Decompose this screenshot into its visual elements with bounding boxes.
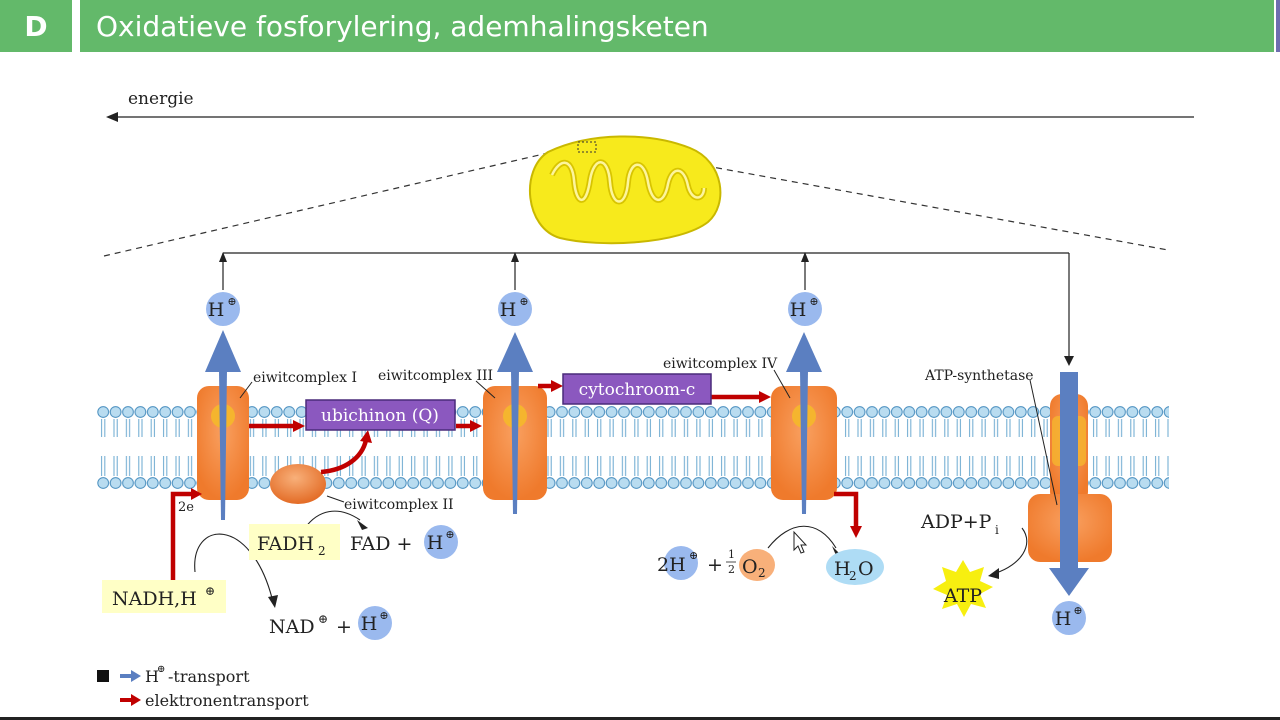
water-product: H 2 O bbox=[826, 549, 884, 585]
half-denominator: 2 bbox=[728, 563, 735, 576]
zoom-lines bbox=[103, 145, 1169, 257]
nad-charge: ⊕ bbox=[318, 612, 328, 626]
proton-charge: ⊕ bbox=[809, 295, 818, 308]
mouse-cursor-icon bbox=[793, 530, 808, 554]
water-h: H bbox=[834, 558, 851, 580]
proton-charge: ⊕ bbox=[519, 295, 528, 308]
half-numerator: 1 bbox=[728, 548, 735, 561]
legend-electron-text: elektronentransport bbox=[145, 691, 309, 710]
fad-label: FAD + bbox=[350, 533, 412, 555]
fadh2-subscript: 2 bbox=[318, 544, 326, 558]
cytochrome-box: cytochroom-c bbox=[562, 373, 712, 405]
fadh2-curve-arrowhead bbox=[357, 520, 368, 530]
proton-transport-arrows bbox=[205, 330, 1089, 596]
complex-iv-label: eiwitcomplex IV bbox=[663, 356, 778, 372]
water-o: O bbox=[858, 558, 874, 580]
atp-synthase-label: ATP-synthetase bbox=[924, 368, 1034, 384]
fadh2-box: FADH 2 bbox=[249, 524, 340, 560]
proton-top-1: H ⊕ bbox=[206, 292, 240, 326]
energy-label: energie bbox=[128, 89, 194, 109]
proton-symbol: H bbox=[427, 532, 444, 554]
complex-ii bbox=[270, 464, 326, 504]
legend-proton-symbol: H bbox=[145, 667, 159, 686]
nadh-box: NADH,H ⊕ bbox=[102, 580, 226, 613]
proton-feedback-lines bbox=[222, 252, 1070, 362]
electron-transport-arrows bbox=[170, 383, 859, 580]
oxygen-reaction-curve bbox=[767, 525, 837, 549]
proton-top-3: H ⊕ bbox=[498, 292, 532, 326]
adp-subscript: i bbox=[995, 523, 999, 537]
section-letter: D bbox=[0, 0, 72, 52]
two-h-charge: ⊕ bbox=[689, 549, 698, 562]
legend-marker bbox=[97, 670, 109, 682]
nadh-reaction-curve bbox=[194, 533, 273, 599]
ubiquinone-label: ubichinon (Q) bbox=[321, 406, 439, 426]
proton-charge: ⊕ bbox=[379, 609, 388, 622]
atp-label: ATP bbox=[943, 585, 982, 607]
nadh-curve-arrowhead bbox=[268, 595, 278, 608]
two-h-label: 2H bbox=[657, 554, 686, 576]
nad-label: NAD bbox=[269, 616, 315, 638]
complex-ii-label: eiwitcomplex II bbox=[344, 497, 454, 513]
fadh2-reaction-curve bbox=[304, 510, 361, 529]
adp-reactant: ADP+P i bbox=[920, 511, 999, 537]
legend-proton-charge: ⊕ bbox=[157, 664, 165, 675]
adp-label: ADP+P bbox=[920, 511, 992, 533]
header-bar: D Oxidatieve fosforylering, ademhalingsk… bbox=[0, 0, 1280, 52]
proton-charge: ⊕ bbox=[445, 528, 454, 541]
bottom-rule bbox=[0, 717, 1280, 720]
fad-product: FAD + H ⊕ bbox=[350, 525, 458, 559]
proton-symbol: H bbox=[361, 613, 378, 635]
atp-product: ATP bbox=[933, 560, 993, 617]
feedback-arrowheads bbox=[219, 252, 1074, 366]
complex-iii-label: eiwitcomplex III bbox=[378, 368, 493, 384]
proton-symbol: H bbox=[1055, 608, 1072, 630]
electron-transport-chain-diagram: energie bbox=[97, 89, 1194, 710]
complex-i-label: eiwitcomplex I bbox=[253, 370, 357, 386]
legend: H ⊕ -transport elektronentransport bbox=[97, 664, 309, 710]
electron-arrowheads bbox=[191, 380, 862, 538]
atp-curve-arrowhead bbox=[988, 568, 999, 579]
oxygen-subscript: 2 bbox=[758, 566, 766, 580]
atp-reaction-curve bbox=[995, 527, 1028, 574]
nad-plus: + bbox=[336, 616, 352, 638]
nad-product: NAD ⊕ + H ⊕ bbox=[269, 606, 392, 640]
two-electrons-label: 2e bbox=[178, 500, 194, 515]
oxygen-label: O bbox=[742, 556, 758, 578]
proton-symbol: H bbox=[208, 299, 225, 321]
legend-proton-text: -transport bbox=[168, 667, 250, 686]
water-plus: + bbox=[707, 554, 723, 576]
fadh2-label: FADH bbox=[257, 533, 314, 555]
membrane bbox=[97, 405, 1169, 492]
label-leaders bbox=[239, 369, 1058, 506]
proton-symbol: H bbox=[790, 299, 807, 321]
nadh-charge: ⊕ bbox=[205, 584, 215, 598]
ubiquinone-box: ubichinon (Q) bbox=[305, 399, 456, 431]
nadh-label: NADH,H bbox=[112, 588, 197, 610]
cytochrome-label: cytochroom-c bbox=[579, 380, 696, 400]
water-reactants: 2H ⊕ + 1 2 O 2 bbox=[657, 546, 775, 581]
mitochondrion bbox=[528, 135, 722, 245]
proton-symbol: H bbox=[500, 299, 517, 321]
proton-top-4: H ⊕ bbox=[788, 292, 822, 326]
energy-arrow bbox=[106, 112, 1194, 122]
proton-charge: ⊕ bbox=[227, 295, 236, 308]
proton-bottom-atp: H ⊕ bbox=[1052, 601, 1086, 635]
proton-charge: ⊕ bbox=[1073, 604, 1082, 617]
water-subscript: 2 bbox=[849, 569, 857, 583]
header-edge-strip bbox=[1276, 0, 1280, 52]
page-title: Oxidatieve fosforylering, ademhalingsket… bbox=[80, 0, 1274, 52]
